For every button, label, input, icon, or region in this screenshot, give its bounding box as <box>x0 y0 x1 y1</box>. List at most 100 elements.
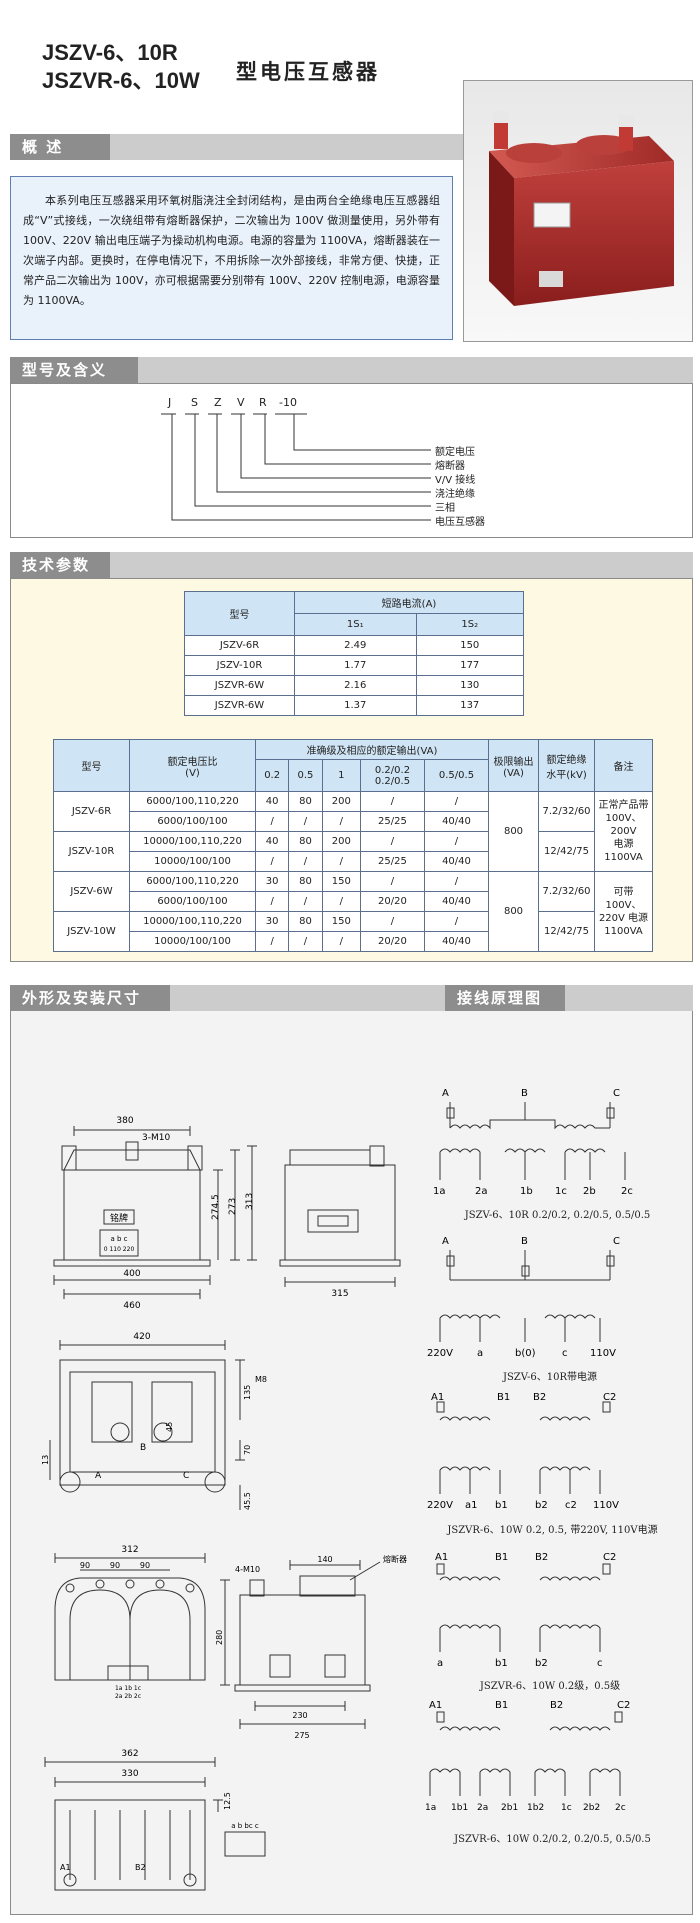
w5-C2: C2 <box>617 1700 630 1711</box>
cell: JSZVR-6W <box>184 675 295 696</box>
cell: 25/25 <box>359 811 425 832</box>
dim-230: 230 <box>292 1711 307 1720</box>
tech-tab: 技术参数 <box>10 552 110 578</box>
cell: 40/40 <box>423 931 490 952</box>
cell: / <box>288 851 323 872</box>
cell: / <box>359 871 425 892</box>
cell: / <box>359 791 425 812</box>
legend-rated-voltage: 额定电压 <box>435 447 475 458</box>
o-h-acc: 准确级及相应的额定输出(VA) <box>255 739 489 760</box>
dim-362: 362 <box>121 1749 138 1759</box>
w3-l5: c2 <box>565 1500 577 1511</box>
product-photo <box>463 80 693 342</box>
w1-l2: 2a <box>475 1186 488 1197</box>
w1-B: B <box>521 1088 528 1099</box>
terminal-row-2: 2a 2b 2c <box>115 1693 141 1700</box>
overview-panel: 本系列电压互感器采用环氧树脂浇注全封闭结构，是由两台全绝缘电压互感器组成“V”式… <box>10 176 453 340</box>
cell: 20/20 <box>359 891 425 912</box>
fuse-label: 熔断器 <box>383 1554 407 1564</box>
w5-l7: 2b2 <box>583 1803 600 1813</box>
cell: 150 <box>415 635 525 656</box>
code-S: S <box>191 396 198 409</box>
cell: 6000/100,110,220 <box>129 871 256 892</box>
w2-B: B <box>521 1236 528 1247</box>
cell: 80 <box>288 871 323 892</box>
wiring-tab: 接线原理图 <box>445 985 565 1011</box>
dim-m8: M8 <box>255 1375 267 1384</box>
w5-l6: 1c <box>561 1803 572 1813</box>
cell: JSZVR-6W <box>184 695 295 716</box>
dim-313: 313 <box>245 1193 255 1210</box>
cell: 30 <box>254 911 290 932</box>
table-row: JSZVR-6W 1.37 137 <box>184 695 525 716</box>
sc-h-model: 型号 <box>184 591 295 636</box>
w3-caption: JSZVR-6、10W 0.2, 0.5, 带220V, 110V电源 <box>447 1525 658 1536</box>
term-B: B <box>140 1443 146 1453</box>
sc-h-1s1: 1S₁ <box>294 613 417 636</box>
dim-12-5: 12.5 <box>223 1792 232 1810</box>
dim-13: 13 <box>41 1455 50 1465</box>
dim-400: 400 <box>123 1269 140 1279</box>
w5-l4: 2b1 <box>501 1803 518 1813</box>
model-tab: 型号及含义 <box>10 357 138 383</box>
cell: 2.16 <box>294 675 417 696</box>
w4-l3: b2 <box>535 1658 548 1669</box>
cell: / <box>321 891 361 912</box>
cell: 30 <box>254 871 290 892</box>
model-leader-lines <box>161 413 431 521</box>
w3-l6: 110V <box>593 1500 619 1511</box>
w5-A1: A1 <box>429 1700 442 1711</box>
w3-B1: B1 <box>497 1392 510 1403</box>
table-row: JSZV-6R 2.49 150 <box>184 635 525 656</box>
w3-l1: 220V <box>427 1500 453 1511</box>
cell: JSZV-6R <box>53 791 130 832</box>
outline-drawings: 380 3-M10 274.5 273 313 400 460 315 铭牌 a… <box>41 1116 407 1891</box>
sc-h-1s2: 1S₂ <box>415 613 525 636</box>
w5-l2: 1b1 <box>451 1803 468 1813</box>
dim-140: 140 <box>317 1555 332 1564</box>
page-title: 型电压互感器 <box>236 60 380 84</box>
cell: / <box>254 891 290 912</box>
cell: / <box>423 871 490 892</box>
w4-B2: B2 <box>535 1552 548 1563</box>
model-panel: J S Z V R -10 额定电压 熔断器 V/V 接线 浇注绝缘 三相 电压… <box>10 383 693 538</box>
cell: 12/42/75 <box>538 911 595 952</box>
cell: 6000/100,110,220 <box>129 791 256 812</box>
dim-460: 460 <box>123 1301 140 1311</box>
cell: 130 <box>415 675 525 696</box>
dim-273: 273 <box>228 1198 238 1215</box>
cell: JSZV-6W <box>53 871 130 912</box>
w2-l3: b(0) <box>515 1348 536 1359</box>
cell: / <box>423 831 490 852</box>
cell: JSZV-10R <box>53 831 130 872</box>
abc-label: a b c <box>110 1235 127 1243</box>
code-Z: Z <box>214 396 222 409</box>
dim-275: 275 <box>294 1731 309 1740</box>
w5-B1: B1 <box>495 1700 508 1711</box>
short-circuit-table: 型号 短路电流(A) 1S₁ 1S₂ JSZV-6R 2.49 150 JSZV… <box>184 591 525 716</box>
dim-4m10: 4-M10 <box>235 1565 260 1574</box>
o-h-c1: 0.2 <box>254 759 290 792</box>
abc-values: 0 110 220 <box>104 1246 135 1253</box>
model-line-1: JSZV-6、10R <box>42 40 178 65</box>
dim-312: 312 <box>121 1545 138 1555</box>
dim-70: 70 <box>243 1445 252 1455</box>
w3-C2: C2 <box>603 1392 616 1403</box>
w4-C2: C2 <box>603 1552 616 1563</box>
cell: 800 <box>488 871 539 952</box>
w4-l1: a <box>437 1658 443 1669</box>
legend-vt: 电压互感器 <box>435 517 485 528</box>
dim-315: 315 <box>331 1289 348 1299</box>
dims-tab: 外形及安装尺寸 <box>10 985 170 1011</box>
cell: 40/40 <box>423 891 490 912</box>
w3-l4: b2 <box>535 1500 548 1511</box>
cell: 137 <box>415 695 525 716</box>
w2-C: C <box>613 1236 620 1247</box>
w4-B1: B1 <box>495 1552 508 1563</box>
cell: 2.49 <box>294 635 417 656</box>
nameplate-label: 铭牌 <box>110 1212 128 1224</box>
cell: 6000/100/100 <box>129 811 256 832</box>
dim-45: 45 <box>165 1422 174 1432</box>
term-B2: B2 <box>135 1863 146 1872</box>
